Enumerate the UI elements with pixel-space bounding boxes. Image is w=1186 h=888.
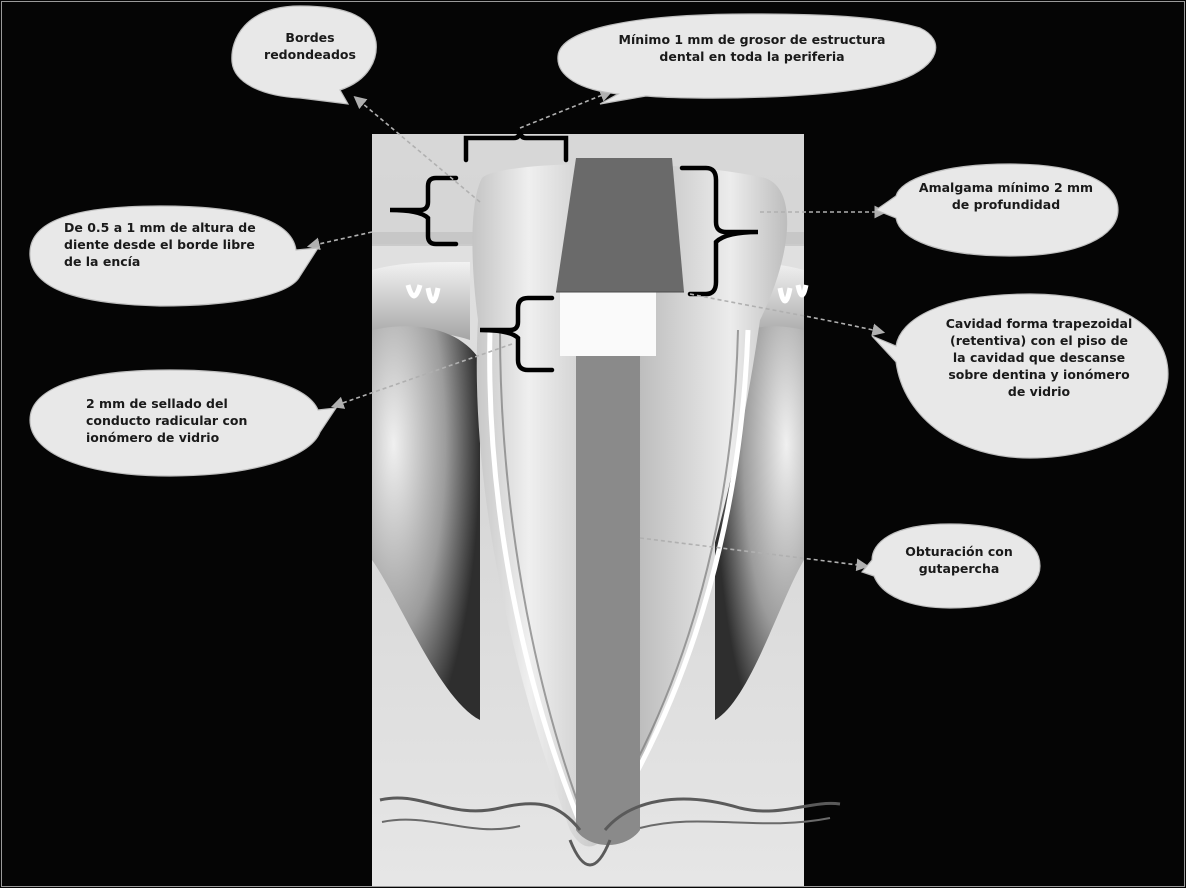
amalgam-restoration bbox=[556, 158, 684, 292]
callout-obturacion: Obturación con gutapercha bbox=[900, 544, 1018, 578]
gutta-percha-filling bbox=[576, 356, 640, 845]
callout-minimo-grosor: Mínimo 1 mm de grosor de estructura dent… bbox=[604, 32, 900, 66]
arrow-altura-diente bbox=[310, 232, 372, 246]
callout-amalgama: Amalgama mínimo 2 mm de profundidad bbox=[918, 180, 1094, 214]
arrow-minimo-grosor bbox=[520, 92, 610, 128]
glass-ionomer-seal bbox=[560, 292, 656, 356]
callout-bordes: Bordes redondeados bbox=[262, 30, 358, 64]
callout-altura-diente: De 0.5 a 1 mm de altura de diente desde … bbox=[64, 220, 264, 271]
callout-sellado: 2 mm de sellado del conducto radicular c… bbox=[86, 396, 270, 447]
callout-cavidad: Cavidad forma trapezoidal (retentiva) co… bbox=[944, 316, 1134, 400]
tooth-illustration bbox=[372, 134, 840, 886]
